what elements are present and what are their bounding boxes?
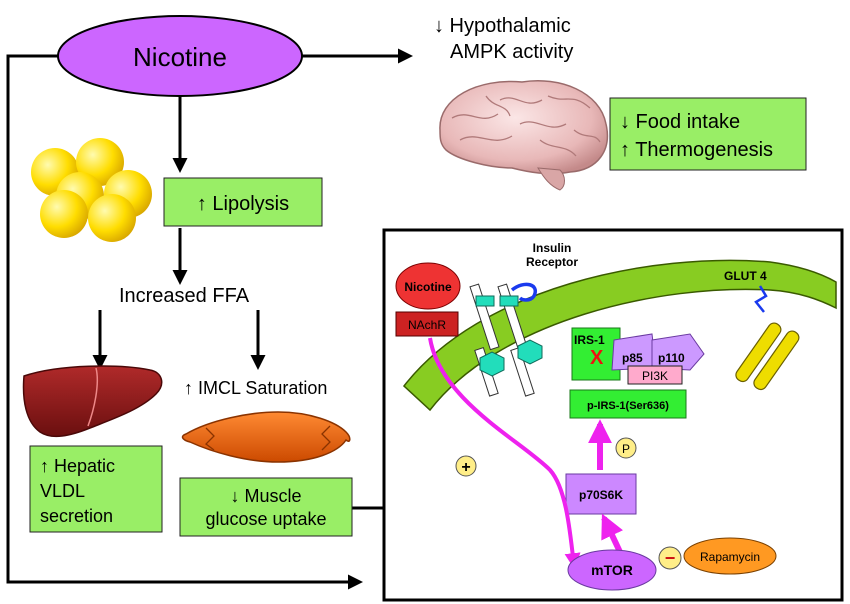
hepatic-line1: ↑ Hepatic	[40, 456, 115, 476]
pi3k-box	[627, 365, 683, 385]
fat-cells-illustration	[31, 138, 152, 242]
phosphate-label: P	[622, 442, 630, 456]
p-irs1-box	[569, 389, 687, 419]
inset-nicotine-label: Nicotine	[404, 280, 452, 294]
p85-label: p85	[622, 351, 643, 365]
glut4-squiggle-icon	[754, 285, 768, 313]
rapamycin-node	[683, 537, 777, 575]
insulin-receptor	[469, 283, 543, 397]
lipolysis-label: ↑ Lipolysis	[197, 193, 289, 215]
hepatic-line2: VLDL	[40, 481, 85, 501]
nachr-label: NAchR	[408, 318, 446, 332]
nachr-box	[395, 311, 459, 337]
muscle-illustration	[181, 411, 351, 463]
irs1-label: IRS-1	[574, 333, 605, 347]
muscle-glucose-box: ↓ Muscle glucose uptake	[179, 477, 353, 537]
muscle-line2: glucose uptake	[205, 509, 326, 529]
p110-label: p110	[658, 351, 685, 365]
arrow-nicotine-to-muscle-pathway	[6, 54, 363, 590]
muscle-line1: ↓ Muscle	[230, 486, 301, 506]
mtor-node	[567, 549, 657, 591]
lipolysis-box: ↑ Lipolysis	[163, 177, 323, 227]
p110-subunit	[651, 333, 705, 371]
rapamycin-label: Rapamycin	[700, 550, 760, 564]
irs1-box	[571, 327, 621, 381]
activation-plus-badge	[455, 455, 477, 477]
pi3k-label: PI3K	[642, 369, 668, 383]
hepatic-line3: secretion	[40, 506, 113, 526]
food-intake-box: ↓ Food intake ↑ Thermogenesis	[609, 97, 807, 171]
p70s6k-label: p70S6K	[579, 488, 623, 502]
insulin-binding-arrow-icon	[510, 282, 538, 302]
p70s6k-box	[565, 473, 637, 515]
hypothalamic-line2: AMPK activity	[450, 41, 573, 63]
inhibition-minus-label: −	[665, 548, 676, 568]
inhibition-x-marker: X	[590, 347, 604, 369]
imcl-saturation-label: ↑ IMCL Saturation	[184, 378, 327, 398]
glut4-transporter	[735, 322, 800, 391]
hypothalamic-line1: ↓ Hypothalamic	[434, 15, 571, 37]
liver-illustration	[22, 365, 163, 438]
arrow-mtor-to-p70s6k	[601, 513, 624, 554]
insulin-receptor-label-line2: Receptor	[526, 255, 578, 269]
hepatic-vldl-box: ↑ Hepatic VLDL secretion	[29, 445, 163, 533]
nicotine-label: Nicotine	[133, 42, 227, 72]
activation-plus-label: +	[461, 459, 470, 476]
nicotine-node: Nicotine	[57, 15, 303, 97]
inset-nicotine-node	[395, 262, 461, 310]
arrow-nachr-to-mtor	[428, 337, 581, 570]
thermogenesis-label: ↑ Thermogenesis	[620, 139, 773, 161]
increased-ffa-label: Increased FFA	[119, 285, 250, 307]
glut4-label: GLUT 4	[724, 269, 767, 283]
brain-illustration	[439, 80, 609, 191]
inhibition-minus-badge	[658, 546, 682, 570]
insulin-signaling-inset: GLUT 4 Insulin Receptor Nicotine NAchR I…	[382, 228, 844, 602]
food-intake-label: ↓ Food intake	[620, 111, 740, 133]
phosphate-badge	[615, 437, 637, 459]
insulin-receptor-label-line1: Insulin	[533, 241, 572, 255]
mtor-label: mTOR	[591, 562, 633, 578]
p-irs1-label: p-IRS-1(Ser636)	[587, 400, 669, 412]
